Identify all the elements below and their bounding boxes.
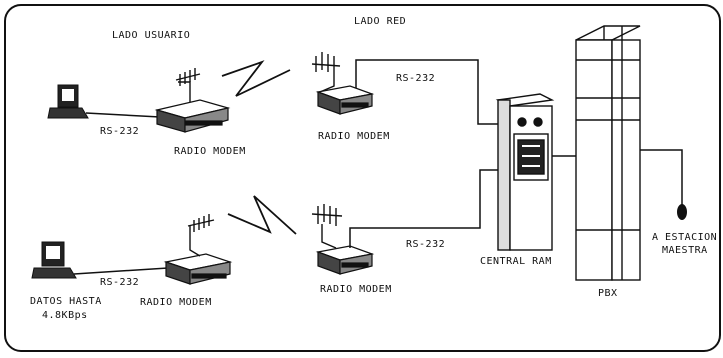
radio-modem-user-bottom — [166, 254, 230, 284]
antenna-icon-net-top — [312, 52, 340, 92]
label-rs232-net-bottom: RS-232 — [406, 239, 445, 250]
antenna-icon-net-bottom — [312, 204, 342, 248]
label-pbx: PBX — [598, 288, 618, 299]
rs232-cable-net-top — [356, 60, 503, 124]
label-lado-red: LADO RED — [354, 16, 406, 27]
label-datos-line1: DATOS HASTA — [30, 296, 102, 307]
radio-modem-net-top — [318, 86, 372, 114]
label-lado-usuario: LADO USUARIO — [112, 30, 190, 41]
radio-modem-user-top — [157, 100, 228, 132]
radio-link-bottom — [228, 196, 296, 234]
label-radio-modem-user-top: RADIO MODEM — [174, 146, 246, 157]
pbx-cabinet — [576, 26, 640, 280]
label-rs232-user-top: RS-232 — [100, 126, 139, 137]
radio-link-top — [222, 62, 290, 96]
antenna-icon-user-top — [176, 68, 200, 102]
label-radio-modem-net-bottom: RADIO MODEM — [320, 284, 392, 295]
label-radio-modem-user-bottom: RADIO MODEM — [140, 297, 212, 308]
label-estacion-line1: A ESTACION — [652, 232, 717, 243]
rs232-cable-user-top — [86, 113, 160, 117]
label-datos-line2: 4.8KBps — [42, 310, 88, 321]
rs232-cable-user-bottom — [74, 268, 168, 274]
rs232-cable-net-bottom — [350, 170, 503, 248]
label-estacion-line2: MAESTRA — [662, 245, 708, 256]
estacion-maestra-connector — [677, 204, 687, 220]
radio-modem-net-bottom — [318, 246, 372, 274]
terminal-icon-bottom — [32, 242, 76, 278]
line-pbx-estacion — [640, 150, 682, 206]
label-rs232-net-top: RS-232 — [396, 73, 435, 84]
central-ram-cabinet — [498, 94, 552, 250]
label-rs232-user-bottom: RS-232 — [100, 277, 139, 288]
label-central-ram: CENTRAL RAM — [480, 256, 552, 267]
label-radio-modem-net-top: RADIO MODEM — [318, 131, 390, 142]
terminal-icon-top — [48, 85, 88, 118]
antenna-icon-user-bottom — [188, 214, 214, 256]
